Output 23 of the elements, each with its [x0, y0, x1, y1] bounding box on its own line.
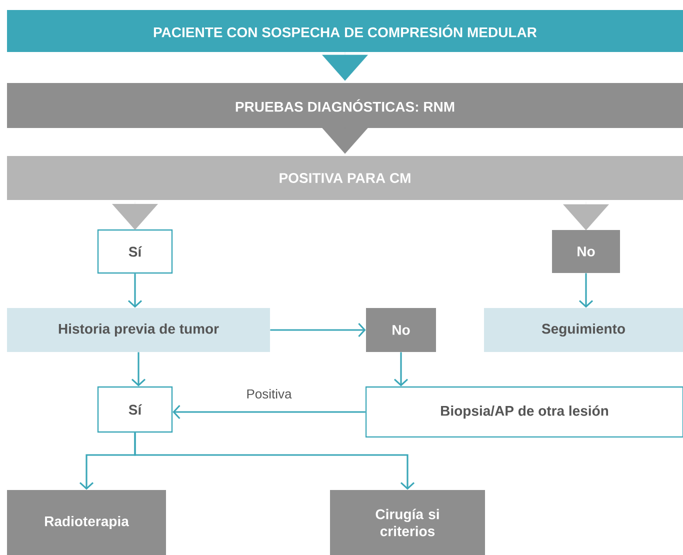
decision-box: No: [366, 308, 436, 352]
result-band: POSITIVA PARA CM: [7, 156, 683, 200]
arrow: [394, 352, 408, 386]
arrow: [270, 322, 366, 338]
process-box: Seguimiento: [484, 308, 683, 352]
treatment-box: Cirugía si criterios: [330, 490, 485, 555]
decision-box: Sí: [97, 229, 173, 274]
process-box: Biopsia/AP de otra lesión: [365, 386, 683, 438]
decision-box: No: [552, 230, 620, 273]
arrow: [578, 273, 594, 308]
edge-label: Positiva: [247, 388, 292, 399]
chevron-arrow: [112, 202, 158, 230]
arrow: [128, 274, 142, 308]
treatment-box: Radioterapia: [7, 490, 166, 555]
header-band: PACIENTE CON SOSPECHA DE COMPRESIÓN MEDULAR: [7, 10, 683, 52]
decision-box: Sí: [97, 386, 173, 433]
chevron-arrow: [322, 128, 368, 154]
chevron-arrow: [563, 202, 609, 230]
arrow: [134, 432, 415, 490]
arrow: [172, 404, 366, 420]
process-box: Historia previa de tumor: [7, 308, 270, 352]
arrow: [131, 352, 146, 386]
chevron-arrow: [322, 52, 368, 81]
